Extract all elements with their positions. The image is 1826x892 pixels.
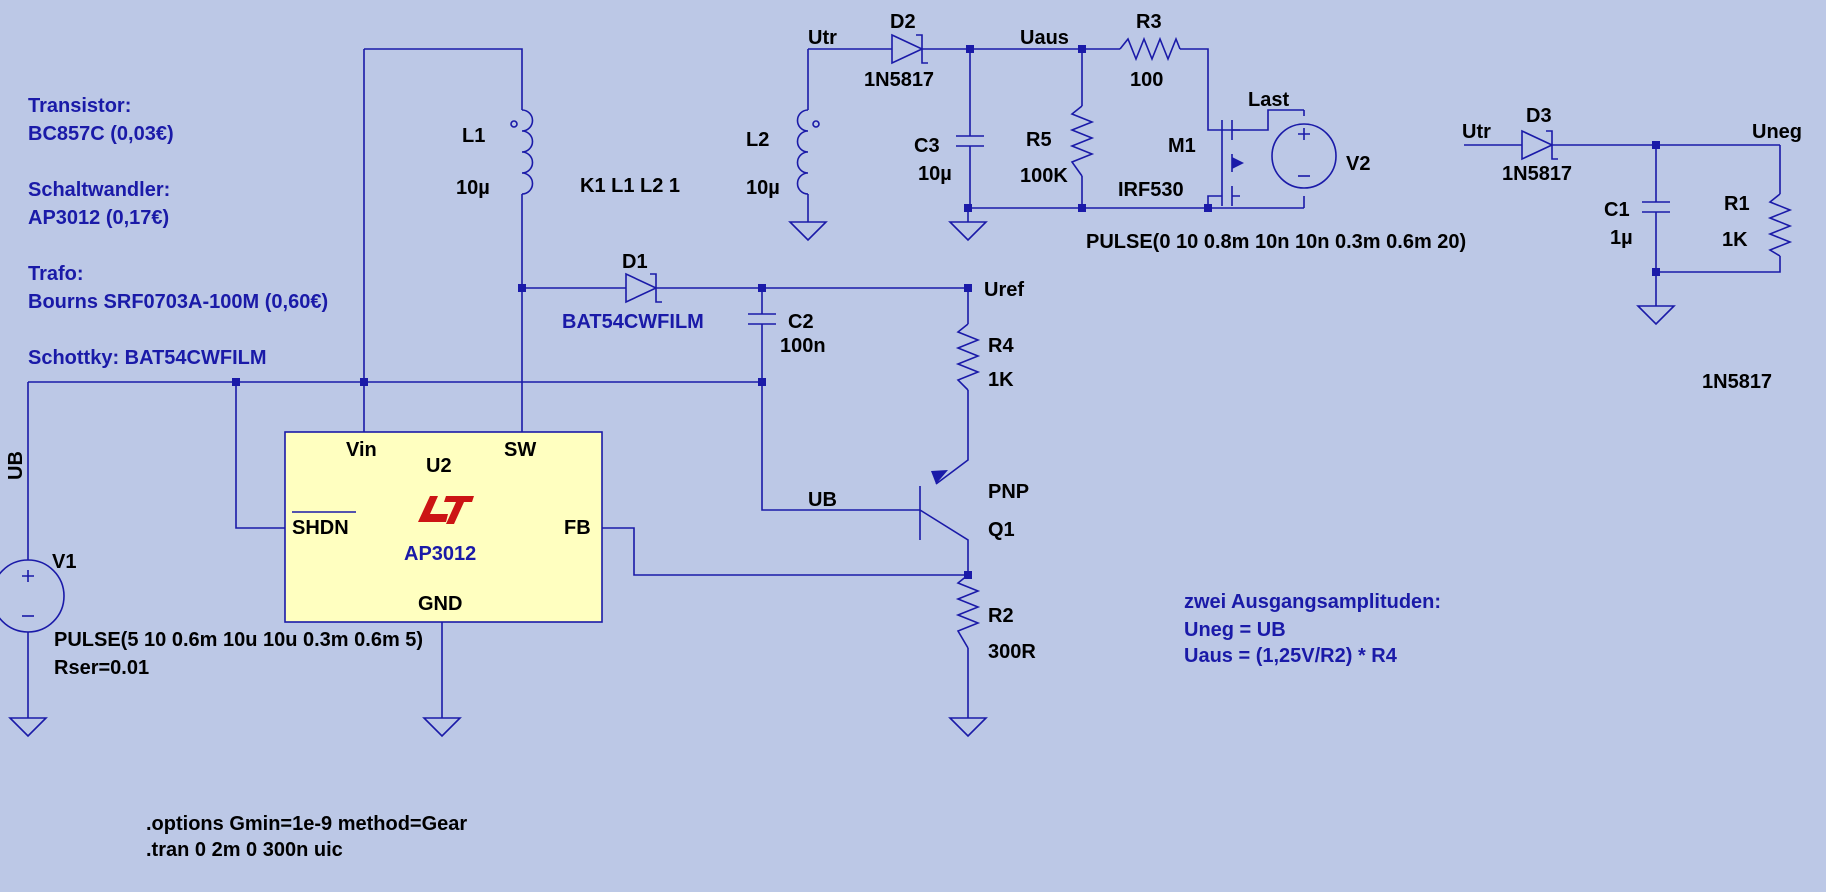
u2-pin-fb: FB bbox=[564, 517, 591, 539]
c1-name: C1 bbox=[1604, 199, 1630, 221]
r5-value: 100K bbox=[1020, 165, 1068, 187]
v2-value: PULSE(0 10 0.8m 10n 10n 0.3m 0.6m 20) bbox=[1086, 231, 1466, 253]
net-label-uneg: Uneg bbox=[1752, 121, 1802, 143]
r1-name: R1 bbox=[1724, 193, 1750, 215]
diode-d3[interactable] bbox=[1521, 129, 1558, 161]
net-label-ub-mid: UB bbox=[808, 489, 837, 511]
d2-name: D2 bbox=[890, 11, 916, 33]
net-label-uref: Uref bbox=[984, 279, 1024, 301]
net-label-last: Last bbox=[1248, 89, 1289, 111]
resistor-r4[interactable] bbox=[955, 323, 981, 391]
linear-tech-logo-icon bbox=[418, 496, 448, 522]
junction-dots-output bbox=[964, 45, 1212, 212]
note-transistor-title: Transistor: bbox=[28, 95, 131, 117]
l2-name: L2 bbox=[746, 129, 769, 151]
note-uaus-eq: Uaus = (1,25V/R2) * R4 bbox=[1184, 645, 1398, 667]
net-label-uaus: Uaus bbox=[1020, 27, 1069, 49]
r3-name: R3 bbox=[1136, 11, 1162, 33]
output-wires bbox=[807, 48, 1305, 222]
note-transistor-value: BC857C (0,03€) bbox=[28, 123, 174, 145]
net-label-utr-top: Utr bbox=[808, 27, 837, 49]
ground-l2 bbox=[788, 221, 828, 242]
ground-c3 bbox=[948, 221, 988, 242]
d3-name: D3 bbox=[1526, 105, 1552, 127]
junction-dots bbox=[232, 284, 972, 579]
ic-u2[interactable] bbox=[284, 431, 603, 623]
stray-label: 1N5817 bbox=[1702, 371, 1772, 393]
ground-u2 bbox=[422, 717, 462, 738]
r3-value: 100 bbox=[1130, 69, 1163, 91]
inductor-l2[interactable] bbox=[796, 109, 820, 195]
q1-type: PNP bbox=[988, 481, 1029, 503]
note-trafo-title: Trafo: bbox=[28, 263, 84, 285]
resistor-r3[interactable] bbox=[1119, 36, 1181, 62]
c2-name: C2 bbox=[788, 311, 814, 333]
u2-pin-shdn: SHDN bbox=[292, 517, 349, 539]
r4-value: 1K bbox=[988, 369, 1014, 391]
resistor-r1[interactable] bbox=[1767, 193, 1793, 257]
note-trafo-value: Bourns SRF0703A-100M (0,60€) bbox=[28, 291, 328, 313]
note-converter-title: Schaltwandler: bbox=[28, 179, 170, 201]
m1-value: IRF530 bbox=[1118, 179, 1184, 201]
note-amplitudes-title: zwei Ausgangsamplituden: bbox=[1184, 591, 1441, 613]
resistor-r5[interactable] bbox=[1069, 105, 1095, 177]
c3-name: C3 bbox=[914, 135, 940, 157]
voltage-source-v1[interactable] bbox=[0, 559, 65, 633]
spice-tran: .tran 0 2m 0 300n uic bbox=[146, 839, 343, 861]
note-uneg-eq: Uneg = UB bbox=[1184, 619, 1286, 641]
negative-output-wires bbox=[1464, 144, 1781, 306]
v1-rser: Rser=0.01 bbox=[54, 657, 149, 679]
m1-name: M1 bbox=[1168, 135, 1196, 157]
u2-pin-sw: SW bbox=[504, 439, 536, 461]
d1-name: D1 bbox=[622, 251, 648, 273]
c2-value: 100n bbox=[780, 335, 826, 357]
net-label-utr-right: Utr bbox=[1462, 121, 1491, 143]
ground-v1 bbox=[8, 717, 48, 738]
r2-name: R2 bbox=[988, 605, 1014, 627]
v1-value: PULSE(5 10 0.6m 10u 10u 0.3m 0.6m 5) bbox=[54, 629, 423, 651]
note-schottky: Schottky: BAT54CWFILM bbox=[28, 347, 267, 369]
capacitor-c3[interactable] bbox=[956, 135, 984, 147]
r2-value: 300R bbox=[988, 641, 1036, 663]
capacitor-c1[interactable] bbox=[1642, 201, 1670, 213]
u2-part: AP3012 bbox=[404, 543, 476, 565]
resistor-r2[interactable] bbox=[955, 574, 981, 649]
note-converter-value: AP3012 (0,17€) bbox=[28, 207, 169, 229]
spice-options: .options Gmin=1e-9 method=Gear bbox=[146, 813, 467, 835]
c3-value: 10µ bbox=[918, 163, 952, 185]
c1-value: 1µ bbox=[1610, 227, 1633, 249]
net-label-ub-left: UB bbox=[5, 451, 27, 480]
q1-name: Q1 bbox=[988, 519, 1015, 541]
ground-c1 bbox=[1636, 305, 1676, 326]
l1-name: L1 bbox=[462, 125, 485, 147]
d2-value: 1N5817 bbox=[864, 69, 934, 91]
pnp-transistor-q1[interactable] bbox=[919, 470, 948, 540]
junction-dots-negative bbox=[1652, 141, 1660, 276]
supply-wires bbox=[27, 48, 969, 718]
d3-value: 1N5817 bbox=[1502, 163, 1572, 185]
u2-name: U2 bbox=[426, 455, 452, 477]
voltage-source-v2[interactable] bbox=[1271, 123, 1337, 189]
r5-name: R5 bbox=[1026, 129, 1052, 151]
l2-value: 10µ bbox=[746, 177, 780, 199]
inductor-l1[interactable] bbox=[510, 109, 534, 195]
diode-d1[interactable] bbox=[625, 272, 662, 304]
r4-name: R4 bbox=[988, 335, 1014, 357]
capacitor-c2[interactable] bbox=[748, 313, 776, 325]
v2-name: V2 bbox=[1346, 153, 1370, 175]
u2-pin-vin: Vin bbox=[346, 439, 377, 461]
r1-value: 1K bbox=[1722, 229, 1748, 251]
mosfet-m1[interactable] bbox=[1221, 120, 1244, 206]
u2-pin-gnd: GND bbox=[418, 593, 462, 615]
coupling-directive: K1 L1 L2 1 bbox=[580, 175, 680, 197]
v1-name: V1 bbox=[52, 551, 76, 573]
d1-value: BAT54CWFILM bbox=[562, 311, 704, 333]
l1-value: 10µ bbox=[456, 177, 490, 199]
diode-d2[interactable] bbox=[891, 33, 928, 65]
ground-r2 bbox=[948, 717, 988, 738]
